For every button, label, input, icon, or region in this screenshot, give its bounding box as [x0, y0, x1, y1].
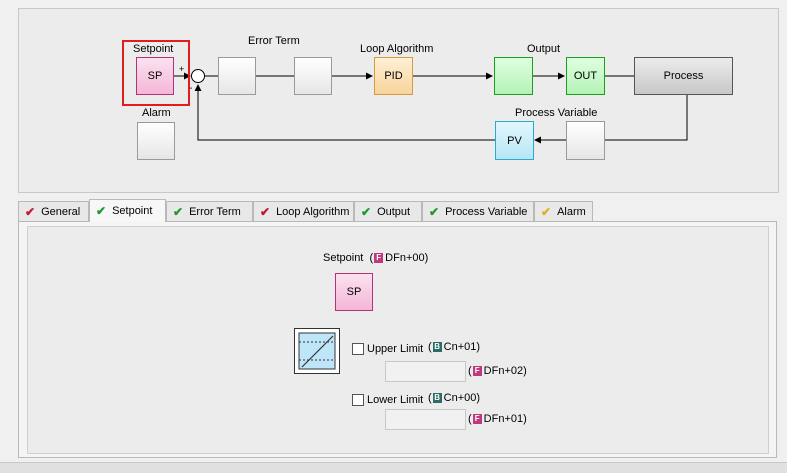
ok-check-icon: ✔ [429, 204, 440, 219]
output-block[interactable] [494, 57, 533, 95]
selected-block-frame [122, 40, 190, 106]
setpoint-sp-block[interactable]: SP [335, 273, 373, 311]
tab-label: Process Variable [445, 205, 528, 218]
setpoint-block[interactable]: SP [136, 57, 174, 95]
upper-limit-value-input[interactable] [385, 361, 466, 382]
ok-check-icon: ✔ [361, 204, 372, 219]
float-tag-icon: F [472, 414, 482, 425]
ok-check-icon: ✔ [173, 204, 184, 219]
tab-general[interactable]: ✔ General [18, 201, 89, 221]
tab-process-variable[interactable]: ✔ Process Variable [422, 201, 534, 221]
lower-limit-label: Lower Limit [367, 394, 424, 406]
tab-label: General [41, 205, 81, 218]
bit-tag-icon: B [432, 393, 442, 404]
upper-limit-bit: Cn+01 [443, 341, 477, 353]
lower-limit-checkbox[interactable] [352, 394, 364, 406]
tab-setpoint[interactable]: ✔ Setpoint [89, 199, 166, 222]
tab-label: Error Term [189, 205, 241, 218]
tab-label: Output [377, 205, 411, 218]
alarm-label: Alarm [142, 107, 171, 119]
junction-plus-sign: + [179, 64, 185, 74]
loop-diagram: + - Setpoint SP Alarm Error Term Loop Al… [18, 8, 779, 193]
pv-block[interactable]: PV [495, 121, 534, 160]
error-term-block-2[interactable] [294, 57, 332, 95]
lower-limit-bit: Cn+00 [443, 392, 477, 404]
bit-tag-icon: B [432, 342, 442, 353]
output-label: Output [527, 43, 561, 55]
lower-limit-value-input[interactable] [385, 409, 466, 430]
upper-limit-address: DFn+02 [483, 365, 524, 377]
limit-graph-icon [294, 328, 340, 374]
junction-minus-sign: - [189, 83, 193, 94]
lower-limit-address: DFn+01 [483, 413, 524, 425]
alarm-block[interactable] [137, 122, 175, 160]
upper-limit-checkbox[interactable] [352, 343, 364, 355]
setpoint-title: Setpoint [323, 252, 364, 264]
error-check-icon: ✔ [260, 204, 271, 219]
tab-output[interactable]: ✔ Output [354, 201, 422, 221]
upper-limit-label: Upper Limit [367, 343, 424, 355]
process-block[interactable]: Process [634, 57, 733, 95]
warning-check-icon: ✔ [541, 204, 552, 219]
tab-error-term[interactable]: ✔ Error Term [166, 201, 253, 221]
tab-label: Setpoint [112, 205, 153, 217]
setpoint-label: Setpoint [133, 43, 174, 55]
ok-check-icon: ✔ [96, 204, 107, 218]
pv-extra-block[interactable] [566, 121, 605, 160]
float-tag-icon: F [374, 253, 384, 264]
error-term-block-1[interactable] [218, 57, 256, 95]
setpoint-address: DFn+00 [385, 252, 425, 264]
bottom-bar [0, 462, 787, 473]
tab-alarm[interactable]: ✔ Alarm [534, 201, 593, 221]
error-term-label: Error Term [248, 35, 300, 47]
float-tag-icon: F [472, 366, 482, 377]
out-block[interactable]: OUT [566, 57, 605, 95]
loop-algorithm-label: Loop Algorithm [360, 43, 434, 55]
tab-loop-algorithm[interactable]: ✔ Loop Algorithm [253, 201, 354, 221]
tab-label: Loop Algorithm [276, 205, 350, 218]
tab-label: Alarm [557, 205, 586, 218]
process-variable-label: Process Variable [515, 107, 598, 119]
error-check-icon: ✔ [25, 204, 36, 219]
pid-block[interactable]: PID [374, 57, 413, 95]
